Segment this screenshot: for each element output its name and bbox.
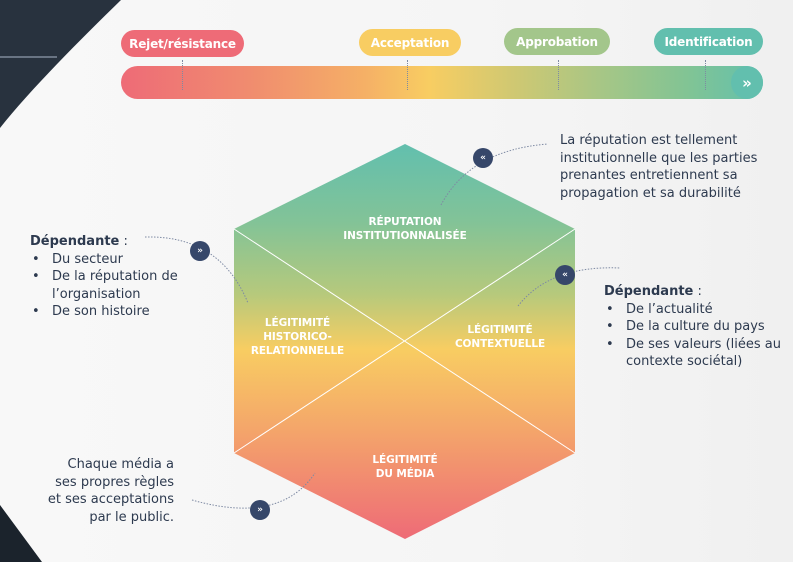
annotation-right: Dépendante : De l’actualité De la cultur…	[604, 283, 789, 371]
hexagon-divider-2	[233, 228, 576, 454]
dark-corner-shape-top	[0, 0, 121, 128]
quote-glyph: »	[197, 246, 203, 256]
annotation-colon: :	[119, 234, 128, 249]
hex-label-bottom: LÉGITIMITÉ DU MÉDIA	[340, 453, 470, 481]
annotation-line: prenantes entretiennent sa	[560, 168, 738, 183]
hex-label-right: LÉGITIMITÉ CONTEXTUELLE	[445, 323, 555, 351]
stage-label: Rejet/résistance	[129, 36, 236, 51]
annotation-line: institutionnelle que les parties	[560, 150, 758, 166]
stage-tick	[407, 60, 408, 90]
annotation-title-text: Dépendante	[30, 234, 120, 249]
arrow-glyph: »	[742, 73, 752, 92]
annotation-top-right: La réputation est tellement institutionn…	[560, 132, 790, 202]
annotation-list: De l’actualité De la culture du pays De …	[604, 301, 789, 371]
list-item: De son histoire	[30, 303, 190, 321]
hex-label-line: LÉGITIMITÉ	[467, 324, 533, 336]
annotation-bottom-left: Chaque média a ses propres règles et ses…	[20, 456, 174, 526]
hex-label-line: RÉPUTATION	[368, 216, 442, 228]
quote-right-icon: »	[190, 241, 210, 261]
hex-label-left: LÉGITIMITÉ HISTORICO- RELATIONNELLE	[240, 316, 355, 358]
hex-label-line: INSTITUTIONNALISÉE	[343, 230, 467, 242]
stage-label: Identification	[664, 34, 753, 49]
annotation-title-text: Dépendante	[604, 284, 694, 299]
hex-label-line: RELATIONNELLE	[250, 345, 345, 357]
stage-acceptation: Acceptation	[359, 29, 461, 56]
annotation-line: propagation et sa durabilité	[560, 185, 741, 201]
list-item: De la réputation de l’organisation	[30, 268, 190, 303]
hex-label-line: HISTORICO-	[263, 331, 332, 343]
annotation-line: La réputation est tellement	[560, 133, 738, 148]
stage-tick	[182, 60, 183, 90]
stage-label: Approbation	[516, 34, 598, 49]
list-item: De l’actualité	[604, 301, 789, 319]
annotation-line: ses propres règles	[55, 474, 174, 490]
annotation-list: Du secteur De la réputation de l’organis…	[30, 251, 190, 321]
stage-identification: Identification	[654, 28, 763, 55]
stage-rejet-resistance: Rejet/résistance	[121, 30, 244, 57]
annotation-line: par le public.	[89, 509, 174, 525]
hex-label-line: DU MÉDIA	[375, 468, 435, 480]
quote-glyph: »	[257, 505, 263, 515]
annotation-title: Dépendante :	[30, 233, 190, 251]
list-item: Du secteur	[30, 251, 190, 269]
stage-approbation: Approbation	[504, 28, 610, 55]
double-chevron-right-icon: »	[731, 66, 763, 99]
quote-right-icon: »	[250, 500, 270, 520]
quote-glyph: «	[480, 153, 486, 163]
list-item: De ses valeurs (liées au contexte sociét…	[604, 336, 789, 371]
annotation-left: Dépendante : Du secteur De la réputation…	[30, 233, 190, 321]
hex-label-top: RÉPUTATION INSTITUTIONNALISÉE	[325, 215, 485, 243]
stage-label: Acceptation	[370, 35, 450, 50]
quote-left-icon: «	[473, 148, 493, 168]
dark-corner-shape-bottom	[0, 505, 42, 562]
hex-label-line: CONTEXTUELLE	[454, 338, 546, 350]
quote-left-icon: «	[555, 265, 575, 285]
stage-tick	[558, 60, 559, 90]
hex-label-line: LÉGITIMITÉ	[372, 454, 438, 466]
progression-bar	[121, 66, 763, 99]
annotation-colon: :	[693, 284, 702, 299]
stage-tick	[705, 60, 706, 90]
hex-label-line: LÉGITIMITÉ	[264, 317, 331, 329]
annotation-line: et ses acceptations	[47, 492, 174, 507]
annotation-line: Chaque média a	[67, 457, 175, 472]
quote-glyph: «	[562, 270, 568, 280]
annotation-title: Dépendante :	[604, 283, 789, 301]
list-item: De la culture du pays	[604, 318, 789, 336]
